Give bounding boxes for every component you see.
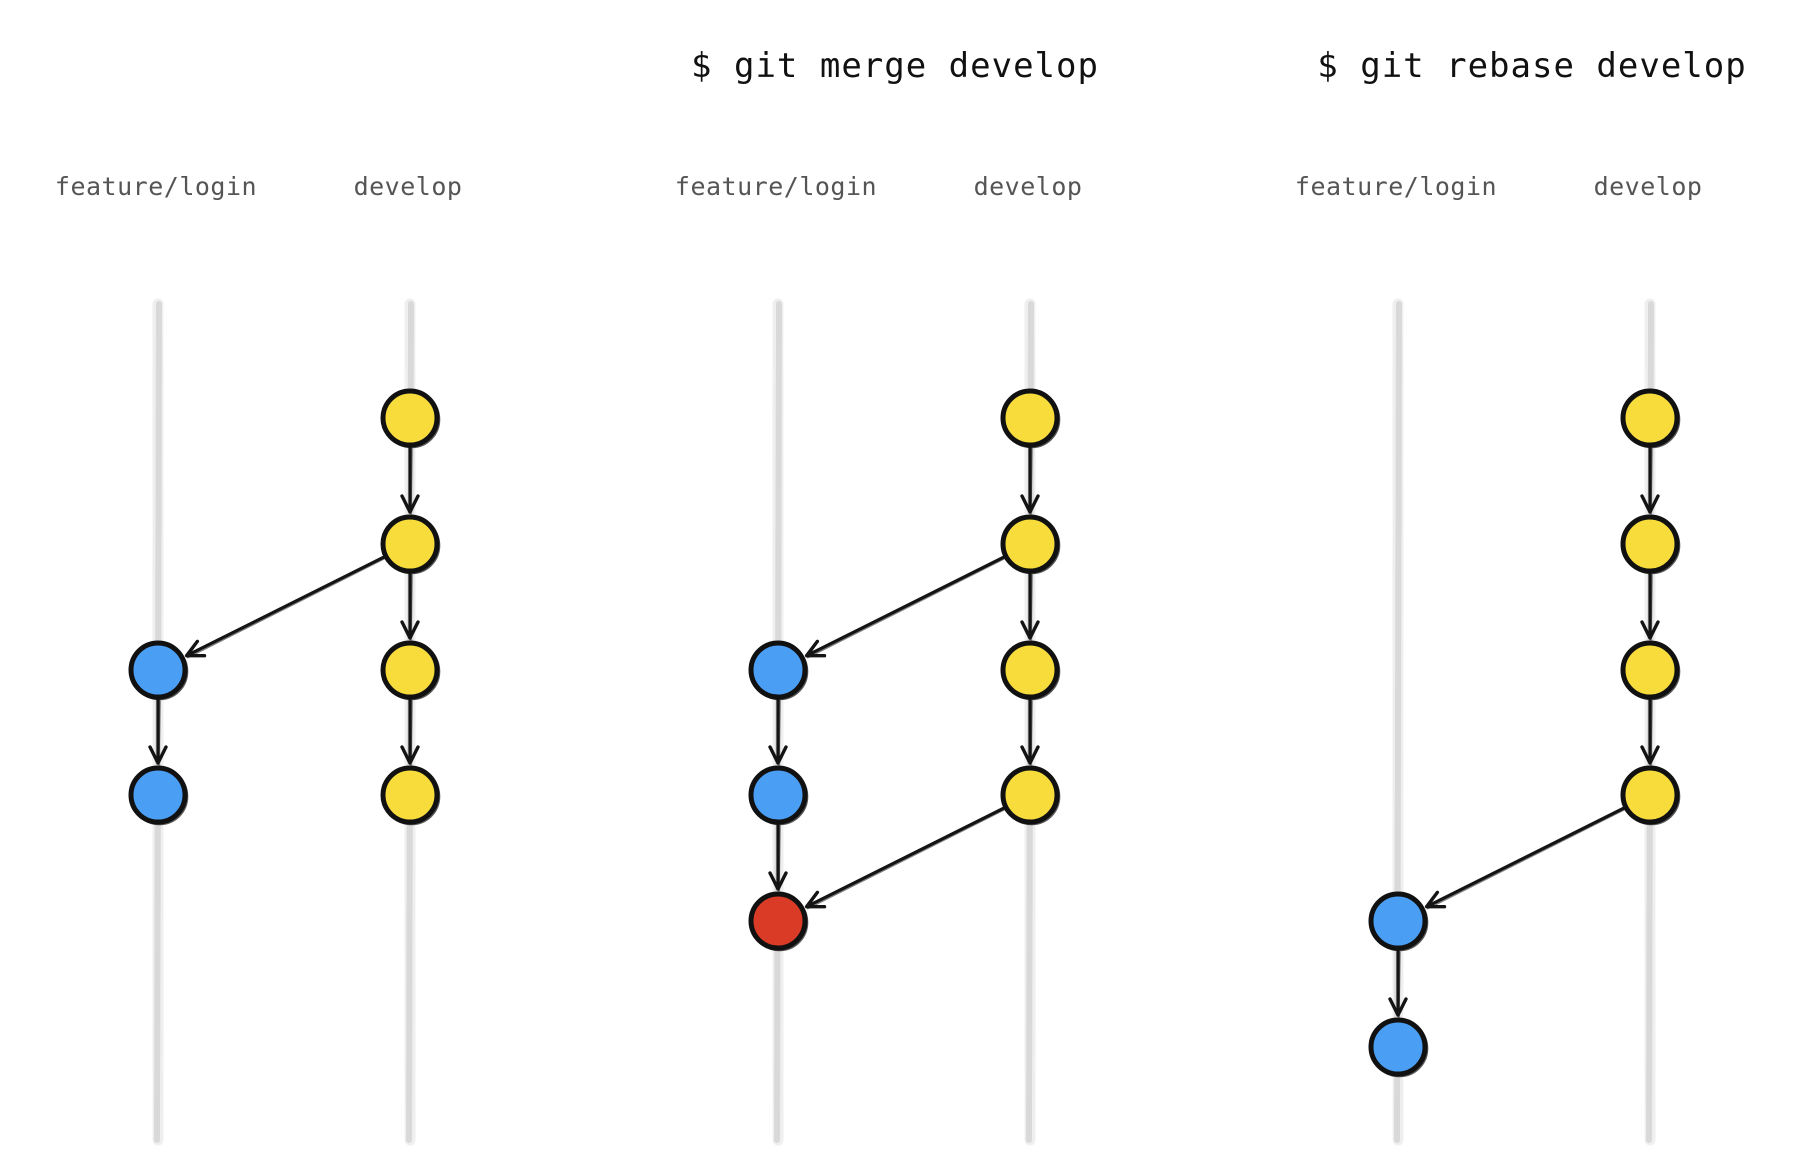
commit-edge [804,806,1006,910]
lane-label-feature-login: feature/login [55,172,257,201]
commit-edge [1424,806,1626,910]
commit-edge [768,698,788,766]
lane-label-feature-login: feature/login [1295,172,1497,201]
lane-label-develop: develop [354,172,463,201]
commit-node [380,388,441,449]
commit-node [128,640,189,701]
commit-edge [1388,949,1408,1018]
commit-node [380,514,441,575]
commit-edge [148,698,168,766]
commit-node [128,765,189,826]
panel-command: $ git merge develop [691,46,1099,86]
commit-edge [400,698,420,766]
commit-node [748,891,809,952]
commit-node [380,640,441,701]
commit-node [1000,388,1061,449]
commit-edge [184,555,386,659]
commit-edge [1020,572,1040,641]
commit-node [1620,640,1681,701]
panel-before: feature/login develop [55,172,463,1146]
commit-node [748,640,809,701]
commit-node [1000,640,1061,701]
lane-label-develop: develop [1594,172,1703,201]
commit-node [1368,1017,1429,1078]
commit-edge [1640,572,1660,641]
commit-edge [768,823,788,892]
commit-node [1000,765,1061,826]
panel-rebase: $ git rebase develop feature/login devel… [1295,46,1746,1146]
commit-edge [1640,698,1660,766]
commit-edge [1020,698,1040,766]
commit-node [1620,514,1681,575]
commit-edge [400,572,420,641]
commit-edge [804,555,1006,659]
commit-edge [1640,446,1660,515]
commit-edge [400,446,420,515]
commit-node [380,765,441,826]
lane-label-develop: develop [974,172,1083,201]
commit-edge [1020,446,1040,515]
panel-merge: $ git merge develop feature/login develo… [675,46,1099,1146]
commit-node [1620,765,1681,826]
commit-node [1620,388,1681,449]
commit-node [1368,891,1429,952]
lane-label-feature-login: feature/login [675,172,877,201]
commit-node [1000,514,1061,575]
commit-node [748,765,809,826]
panel-command: $ git rebase develop [1317,46,1746,86]
